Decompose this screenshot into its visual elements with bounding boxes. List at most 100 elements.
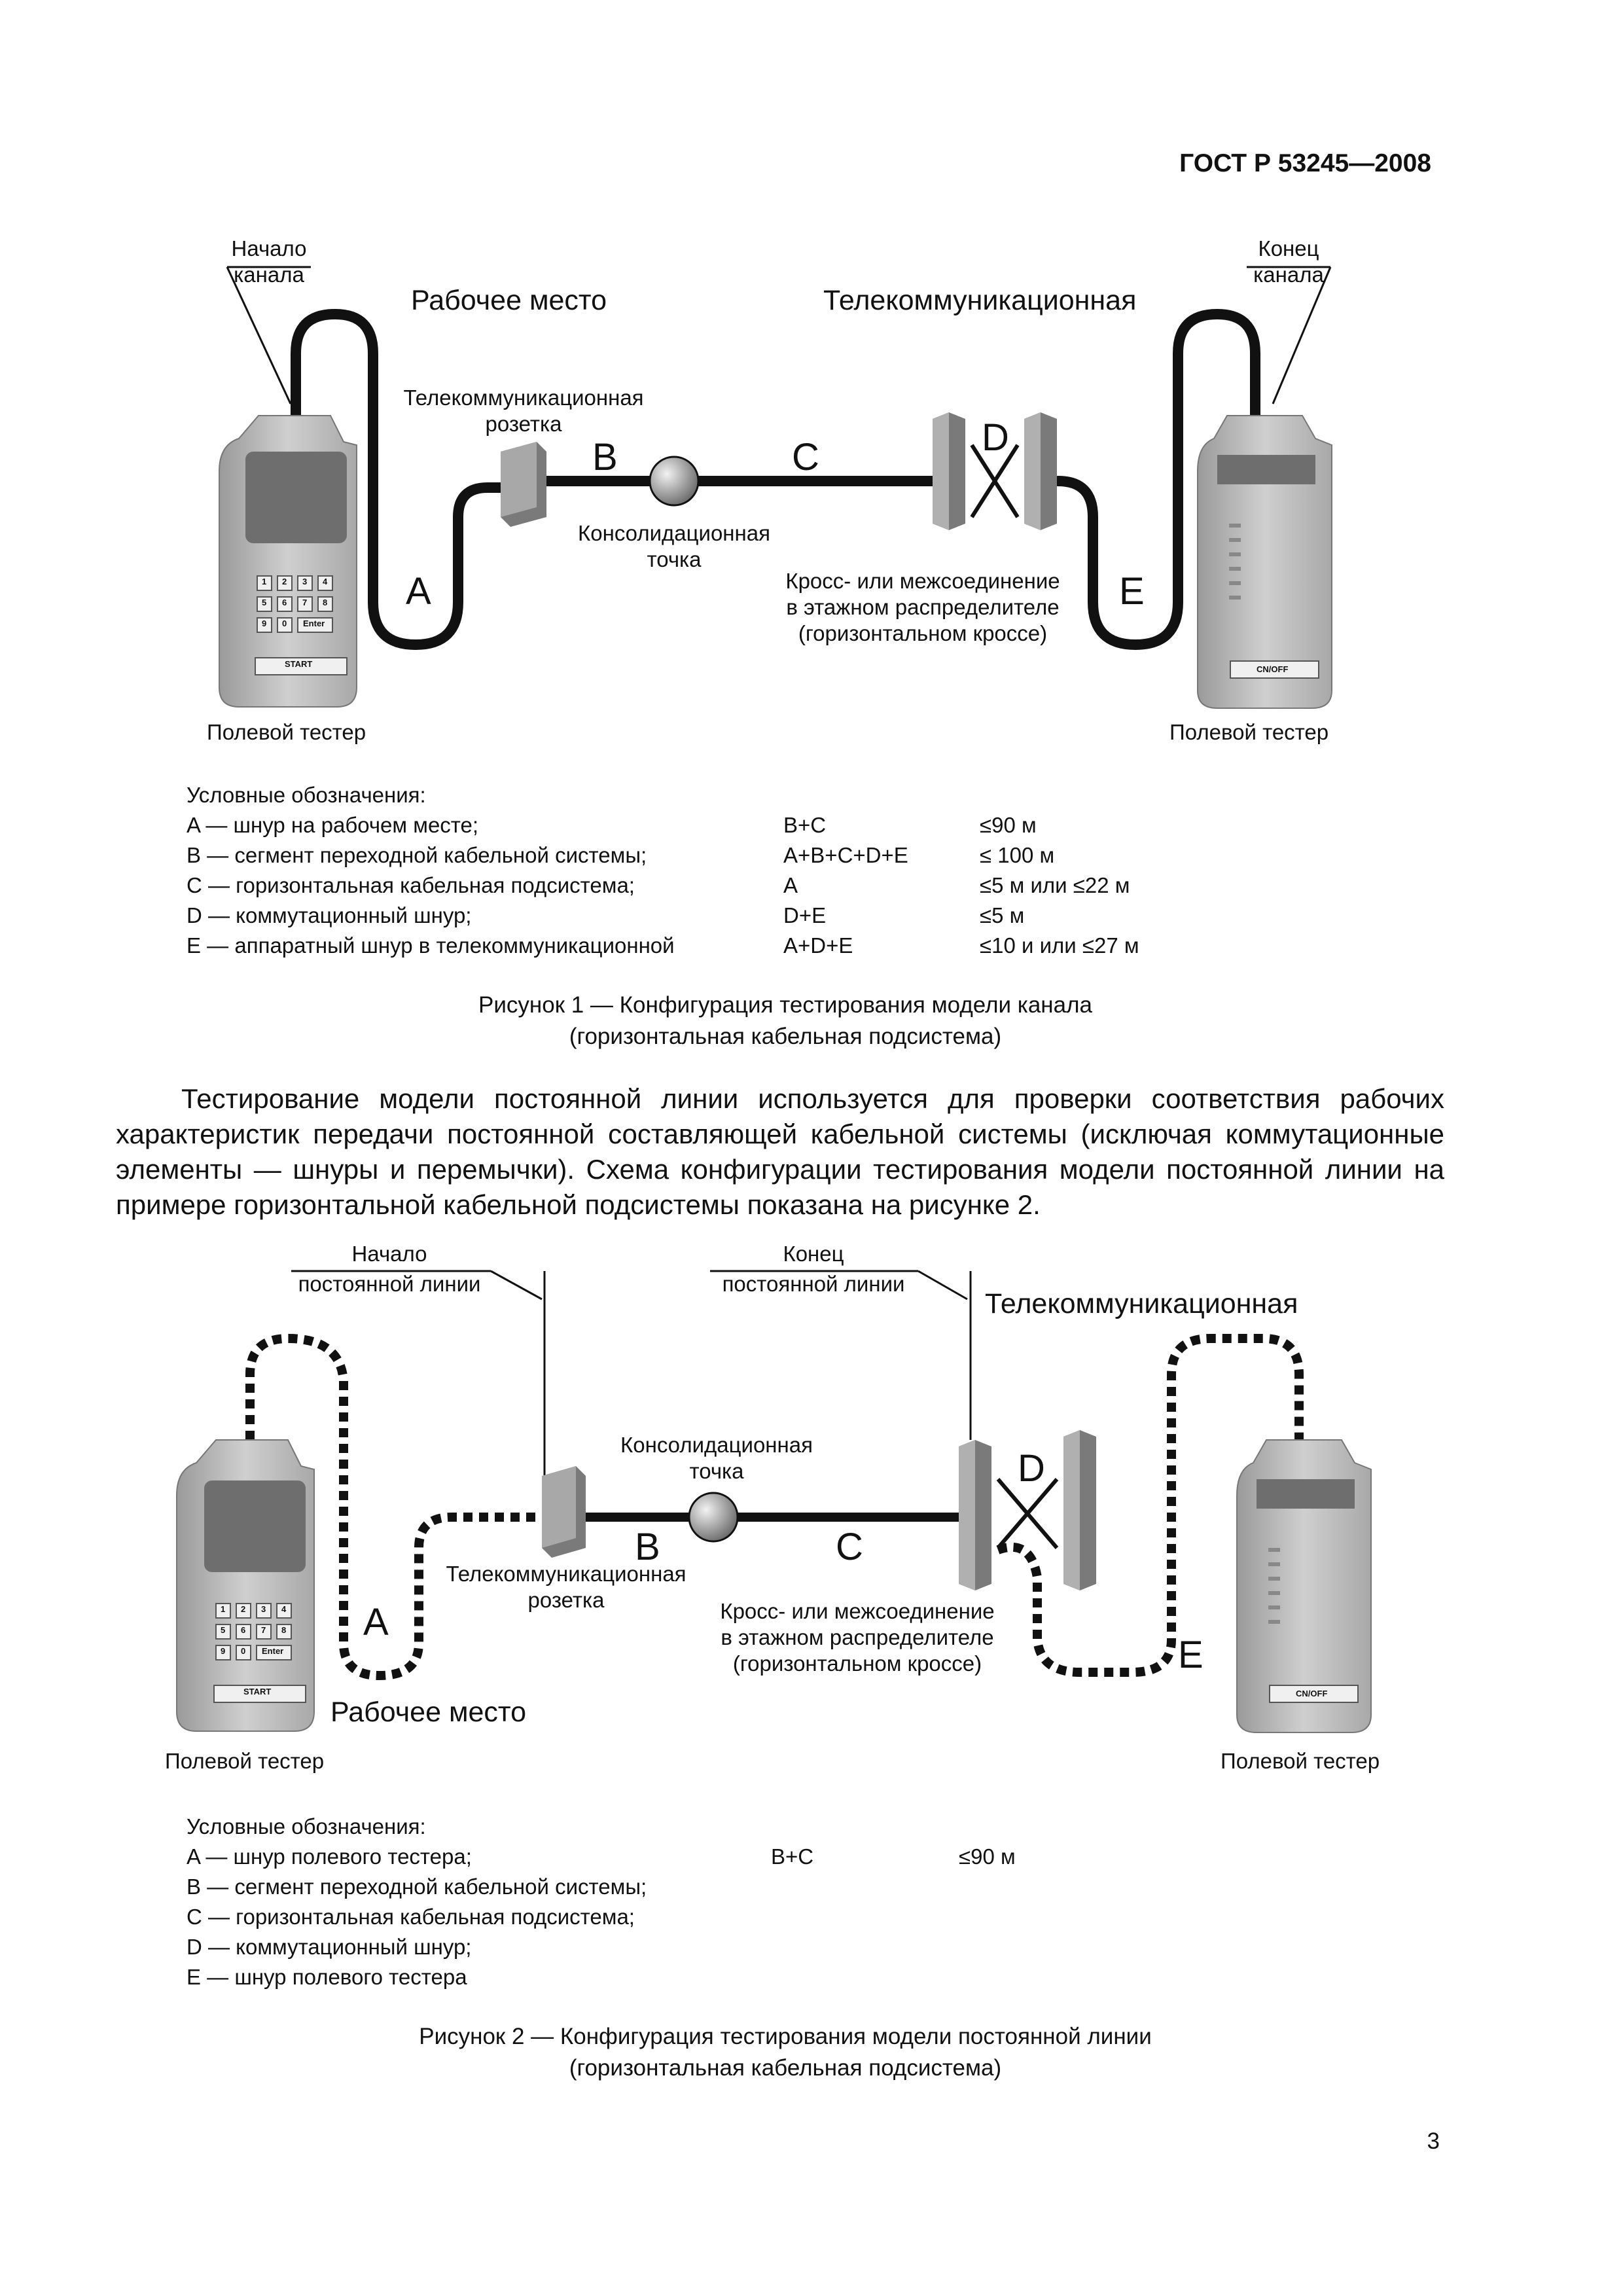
fig2-letter-b: B xyxy=(635,1526,660,1568)
start-button-label: START xyxy=(243,1687,272,1696)
legend-row: E — шнур полевого тестера xyxy=(187,1962,1299,1992)
legend-def: B — сегмент переходной кабельной системы… xyxy=(187,843,647,867)
legend-title: Условные обозначения: xyxy=(187,783,426,807)
start-button-label: START xyxy=(285,659,313,669)
fig1-letter-c: C xyxy=(792,436,819,478)
legend-limit: ≤5 м xyxy=(980,903,1025,927)
fig2-letter-c: C xyxy=(836,1526,863,1568)
outlet-line1: Телекоммуникационная xyxy=(403,386,644,410)
fig1-letter-b: B xyxy=(592,436,618,478)
standard-header: ГОСТ Р 53245—2008 xyxy=(1179,149,1431,177)
fig2-letter-d: D xyxy=(1018,1447,1045,1490)
permanent-link-start-pointer xyxy=(291,1270,546,1489)
fig2-cross-label: Кросс- или межсоединение в этажном распр… xyxy=(694,1598,1021,1677)
cord-e xyxy=(1053,309,1260,650)
legend-row: D — коммутационный шнур; D+E ≤5 м xyxy=(187,901,1299,931)
figure2-diagram xyxy=(176,1270,1372,1733)
consolidation-line2: точка xyxy=(647,547,702,571)
fig2-letter-e: E xyxy=(1178,1634,1204,1676)
key-9: 9 xyxy=(262,619,267,628)
test-cord-e xyxy=(996,1334,1304,1677)
legend-row: E — аппаратный шнур в телекоммуникационн… xyxy=(187,931,1299,961)
fig2-caption-line2: (горизонтальная кабельная подсистема) xyxy=(569,2055,1002,2081)
page-number: 3 xyxy=(1427,2128,1440,2154)
cross-line2: в этажном распределителе xyxy=(786,595,1060,619)
fig2-telecom-title: Телекоммуникационная xyxy=(985,1288,1298,1319)
pl-start-line2: постоянной линии xyxy=(298,1272,481,1296)
key-6: 6 xyxy=(282,598,287,607)
consolidation-line1: Консолидационная xyxy=(620,1433,813,1457)
legend-def: D — коммутационный шнур; xyxy=(187,1935,472,1959)
key-enter: Enter xyxy=(262,1646,284,1656)
fig1-letter-a: A xyxy=(406,570,431,613)
key-8: 8 xyxy=(323,598,328,607)
legend-def: C — горизонтальная кабельная подсистема; xyxy=(187,1905,635,1929)
fig1-tester-left-label: Полевой тестер xyxy=(207,720,366,744)
fig1-legend: Условные обозначения: A — шнур на рабоче… xyxy=(187,780,1299,961)
fig2-caption: Рисунок 2 — Конфигурация тестирования мо… xyxy=(0,2021,1571,2084)
fig1-start-label: Начало канала xyxy=(227,236,311,288)
outlet-line2: розетка xyxy=(485,412,562,436)
cord-a xyxy=(291,309,510,650)
end-pointer xyxy=(1247,266,1332,404)
legend-limit: ≤5 м или ≤22 м xyxy=(980,873,1130,897)
key-4: 4 xyxy=(281,1604,287,1614)
end-label-line2: канала xyxy=(1253,262,1324,287)
pl-end-line1: Конец xyxy=(783,1242,844,1266)
fig1-cross-label: Кросс- или межсоединение в этажном распр… xyxy=(759,568,1086,647)
key-7: 7 xyxy=(261,1625,266,1635)
legend-def: E — аппаратный шнур в телекоммуникационн… xyxy=(187,933,675,958)
key-3: 3 xyxy=(261,1604,266,1614)
fig2-consolidation-label: Консолидационная точка xyxy=(586,1432,847,1484)
key-9: 9 xyxy=(221,1646,226,1656)
fig1-caption-line1: Рисунок 1 — Конфигурация тестирования мо… xyxy=(478,992,1092,1018)
key-0: 0 xyxy=(282,619,287,628)
fig1-letter-e: E xyxy=(1119,570,1145,613)
legend-def: D — коммутационный шнур; xyxy=(187,903,472,927)
legend-combo: B+C xyxy=(783,813,827,837)
fig2-outlet-label: Телекоммуникационная розетка xyxy=(435,1561,697,1613)
legend-title: Условные обозначения: xyxy=(187,1814,426,1839)
outlet-line2: розетка xyxy=(527,1588,605,1612)
field-tester-right-device xyxy=(1197,415,1332,709)
telecom-outlet-box xyxy=(542,1466,586,1558)
legend-row: A — шнур полевого тестера; B+C ≤90 м xyxy=(187,1842,1299,1872)
key-5: 5 xyxy=(262,598,267,607)
legend-row: D — коммутационный шнур; xyxy=(187,1932,1299,1962)
fig1-telecom-title: Телекоммуникационная xyxy=(823,285,1137,316)
cross-connect-panels xyxy=(959,1430,1096,1590)
fig1-work-area: Рабочее место xyxy=(411,285,607,316)
fig2-caption-line1: Рисунок 2 — Конфигурация тестирования мо… xyxy=(419,2024,1152,2049)
cross-line1: Кросс- или межсоединение xyxy=(720,1599,995,1623)
legend-def: B — сегмент переходной кабельной системы… xyxy=(187,1874,647,1899)
key-2: 2 xyxy=(282,577,287,586)
consolidation-line2: точка xyxy=(689,1459,744,1483)
fig1-caption-line2: (горизонтальная кабельная подсистема) xyxy=(569,1024,1002,1049)
end-label-line1: Конец xyxy=(1258,236,1319,260)
legend-row: B — сегмент переходной кабельной системы… xyxy=(187,1872,1299,1902)
consolidation-point xyxy=(688,1492,739,1543)
cross-line3: (горизонтальном кроссе) xyxy=(732,1651,982,1676)
fig2-letter-a: A xyxy=(363,1601,389,1643)
legend-def: A — шнур на рабочем месте; xyxy=(187,813,479,837)
legend-limit: ≤90 м xyxy=(980,813,1037,837)
key-4: 4 xyxy=(323,577,328,586)
legend-row: C — горизонтальная кабельная подсистема; xyxy=(187,1902,1299,1932)
legend-def: E — шнур полевого тестера xyxy=(187,1965,467,1989)
legend-limit: ≤ 100 м xyxy=(980,843,1055,867)
consolidation-point xyxy=(649,456,700,507)
legend-combo: B+C xyxy=(771,1844,814,1869)
start-label-line1: Начало xyxy=(231,236,307,260)
fig2-tester-right-label: Полевой тестер xyxy=(1221,1749,1380,1773)
cross-connect-panels xyxy=(933,412,1057,530)
consolidation-line1: Консолидационная xyxy=(578,521,770,545)
pl-end-line2: постоянной линии xyxy=(722,1272,905,1296)
key-2: 2 xyxy=(241,1604,246,1614)
fig1-tester-right-label: Полевой тестер xyxy=(1169,720,1329,744)
permanent-link-end-pointer xyxy=(710,1270,972,1440)
figure1-diagram xyxy=(219,266,1332,709)
fig1-onoff-label: CN/OFF xyxy=(1257,664,1289,674)
fig1-consolidation-label: Консолидационная точка xyxy=(543,520,805,573)
fig2-tester-left-label: Полевой тестер xyxy=(165,1749,325,1773)
field-tester-left-device xyxy=(176,1439,315,1732)
